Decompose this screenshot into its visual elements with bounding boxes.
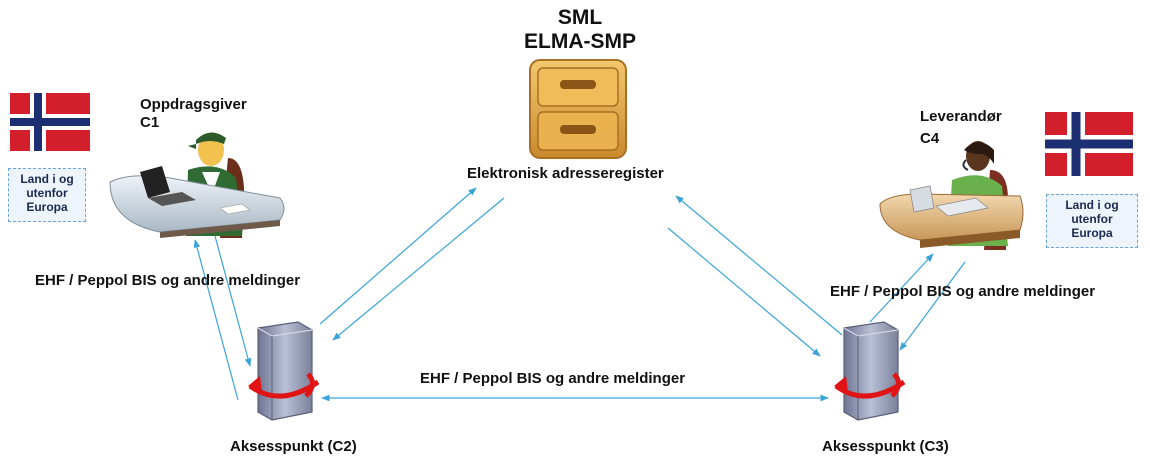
client-region-box: Land i og utenfor Europa [8,168,86,222]
arrow-c4-to-c3 [899,261,966,351]
supplier-name: Leverandør [920,108,1002,125]
client-region-line: Europa [26,200,68,214]
arrow-c1-to-c2 [214,235,252,367]
supplier-label: Leverandør C4 [920,106,1002,150]
flow-arrows [193,187,966,402]
arrow-c2-to-registry [319,187,477,325]
client-region-line: utenfor [26,186,68,200]
access-point-c2-label: Aksesspunkt (C2) [230,438,357,455]
norway-flag-icon [1045,112,1133,176]
client-label: Oppdragsgiver C1 [140,96,247,132]
registry-title: SML ELMA-SMP [500,6,660,54]
access-point-c3-label: Aksesspunkt (C3) [822,438,949,455]
supplier-region-line: utenfor [1071,212,1113,226]
person-at-desk-icon [879,141,1024,250]
client-region-line: Land i og [20,172,74,186]
message-label-center: EHF / Peppol BIS og andre meldinger [420,370,686,387]
client-name: Oppdragsgiver [140,96,247,113]
arrow-registry-to-c3 [667,227,821,357]
server-icon [834,321,906,421]
message-label-left: EHF / Peppol BIS og andre meldinger [35,272,301,289]
registry-title-line2: ELMA-SMP [524,30,636,53]
arrow-c3-to-c4 [869,253,934,323]
file-cabinet-icon [529,59,627,159]
registry-label: Elektronisk adresseregister [467,165,664,182]
supplier-region-line: Land i og [1065,198,1119,212]
message-label-right: EHF / Peppol BIS og andre meldinger [830,283,1096,300]
client-code: C1 [140,114,160,131]
person-at-desk-icon [109,132,285,238]
arrow-c3-to-registry [675,195,843,336]
norway-flag-icon [10,93,90,151]
registry-title-line1: SML [557,6,603,29]
server-icon [248,321,320,421]
arrow-c2-to-c1 [193,239,239,401]
supplier-code: C4 [920,130,940,147]
arrow-registry-to-c2 [332,197,505,341]
supplier-region-box: Land i og utenfor Europa [1046,194,1138,248]
supplier-region-line: Europa [1071,226,1113,240]
